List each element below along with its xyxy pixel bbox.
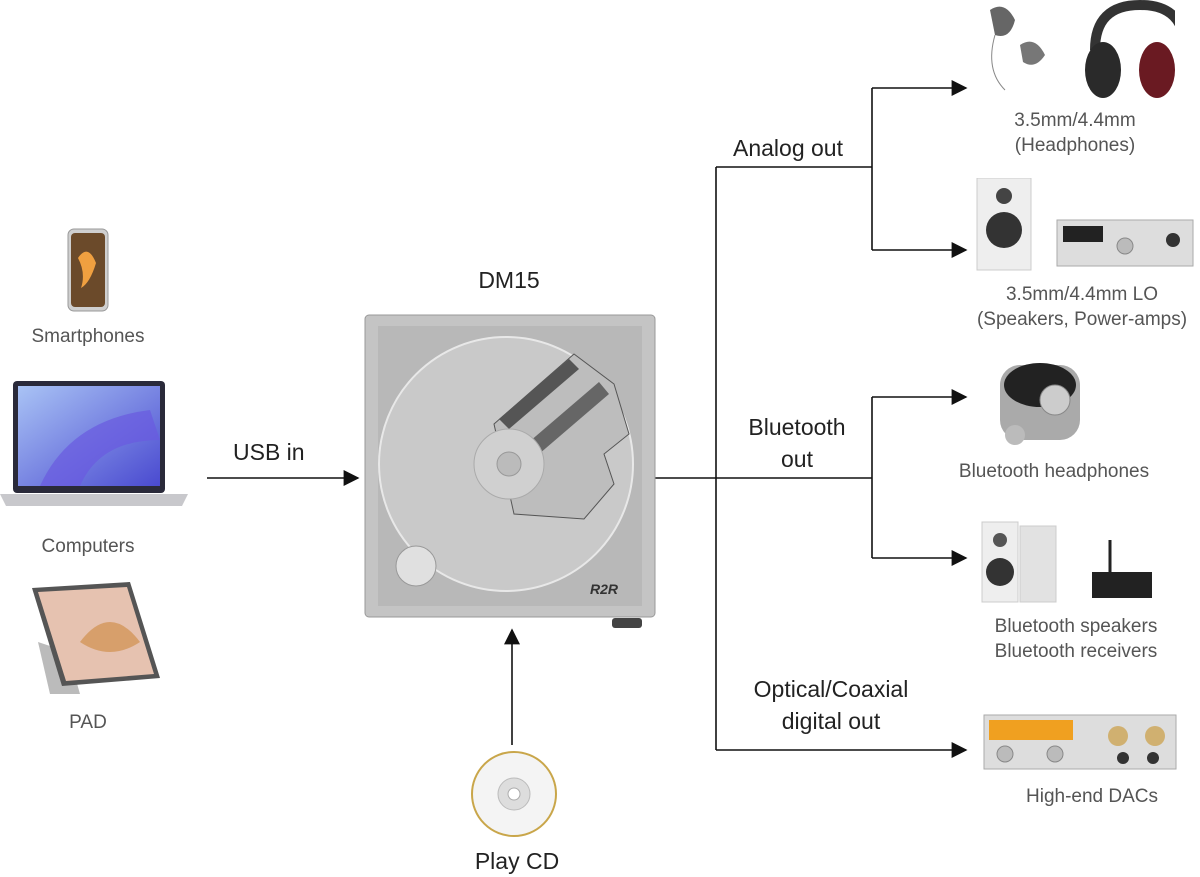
target-bt-headphones-label: Bluetooth headphones (958, 461, 1150, 482)
usb-in-label: USB in (233, 439, 305, 465)
headphones-icon (990, 0, 1175, 98)
bluetooth-out-line2: out (781, 446, 813, 472)
source-label-pad: PAD (69, 712, 107, 733)
target-line1: 3.5mm/4.4mm LO (1005, 284, 1159, 305)
target-line1: 3.5mm/4.4mm (1014, 110, 1136, 131)
digital-out-line1: Optical/Coaxial (753, 676, 909, 702)
bluetooth-speakers-receiver-icon (981, 521, 1152, 603)
target-headphones-label: 3.5mm/4.4mm (Headphones) (1014, 108, 1135, 158)
device-title: DM15 (478, 267, 540, 293)
cd-disc-icon (471, 751, 557, 837)
svg-text:R2R: R2R (590, 581, 619, 597)
digital-out-label: Optical/Coaxial digital out (754, 673, 909, 737)
source-label-computers: Computers (41, 536, 135, 557)
target-line1: Bluetooth speakers (994, 616, 1158, 637)
target-line2: (Speakers, Power-amps) (976, 309, 1188, 330)
target-dacs-label: High-end DACs (1026, 786, 1158, 807)
analog-out-label: Analog out (733, 135, 843, 161)
digital-out-line2: digital out (781, 708, 881, 734)
target-speakers-label: 3.5mm/4.4mm LO (Speakers, Power-amps) (977, 282, 1187, 332)
tablet-icon (32, 582, 160, 694)
bluetooth-out-label: Bluetooth out (748, 411, 845, 475)
speakers-amp-icon (976, 178, 1194, 271)
dac-icon (983, 714, 1177, 770)
play-cd-label: Play CD (474, 848, 560, 874)
target-line2: (Headphones) (1014, 135, 1136, 156)
target-bt-speakers-label: Bluetooth speakers Bluetooth receivers (995, 614, 1158, 664)
smartphone-icon (67, 228, 109, 312)
bluetooth-out-line1: Bluetooth (748, 414, 846, 440)
target-line2: Bluetooth receivers (994, 641, 1158, 662)
source-label-smartphones: Smartphones (31, 326, 145, 347)
laptop-icon (0, 381, 188, 506)
bluetooth-headphones-icon (1000, 363, 1080, 445)
dm15-device-image: R2R (364, 314, 656, 628)
